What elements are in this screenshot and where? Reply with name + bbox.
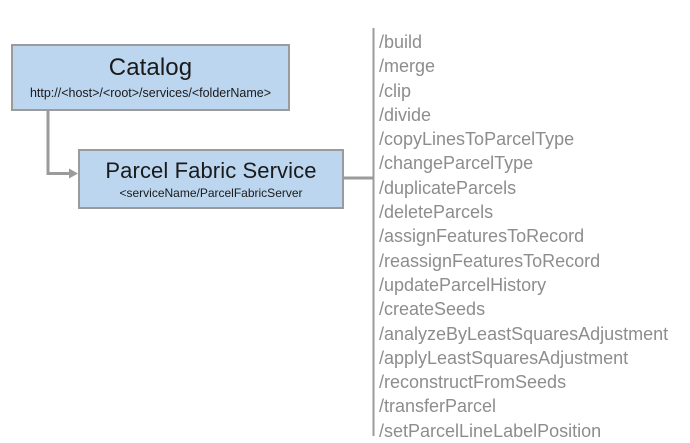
operation-item: /reassignFeaturesToRecord xyxy=(379,250,601,271)
operation-item: /copyLinesToParcelType xyxy=(379,129,575,150)
operation-item: /assignFeaturesToRecord xyxy=(379,226,585,247)
node-catalog-url: http://<host>/<root>/services/<folderNam… xyxy=(29,86,272,100)
arrowhead-icon xyxy=(69,168,78,179)
node-parcel-fabric-service-title: Parcel Fabric Service xyxy=(105,157,317,183)
connector-catalog-to-parcel-fabric xyxy=(46,111,70,175)
operations-list: /build /merge /clip /divide /copyLinesTo… xyxy=(379,30,679,443)
operation-item: /analyzeByLeastSquaresAdjustment xyxy=(379,323,669,344)
operation-item: /build xyxy=(379,32,423,52)
operation-item: /updateParcelHistory xyxy=(379,274,547,295)
operation-item: /changeParcelType xyxy=(379,153,534,174)
operation-item: /duplicateParcels xyxy=(379,177,517,198)
operation-item: /applyLeastSquaresAdjustment xyxy=(379,347,629,368)
node-parcel-fabric-service-path: <serviceName/ParcelFabricServer xyxy=(119,185,303,200)
operation-item: /transferParcel xyxy=(379,396,497,417)
node-catalog-title: Catalog xyxy=(108,54,193,81)
operation-item: /merge xyxy=(379,56,436,77)
operation-item: /reconstructFromSeeds xyxy=(379,372,567,393)
operation-item: /createSeeds xyxy=(379,299,486,320)
operation-item: /clip xyxy=(379,80,412,101)
node-catalog: Catalog http://<host>/<root>/services/<f… xyxy=(11,44,290,111)
operation-item: /setParcelLineLabelPosition xyxy=(379,420,602,441)
node-parcel-fabric-service: Parcel Fabric Service <serviceName/Parce… xyxy=(78,149,344,209)
operation-item: /deleteParcels xyxy=(379,202,494,223)
operation-item: /divide xyxy=(379,104,432,125)
